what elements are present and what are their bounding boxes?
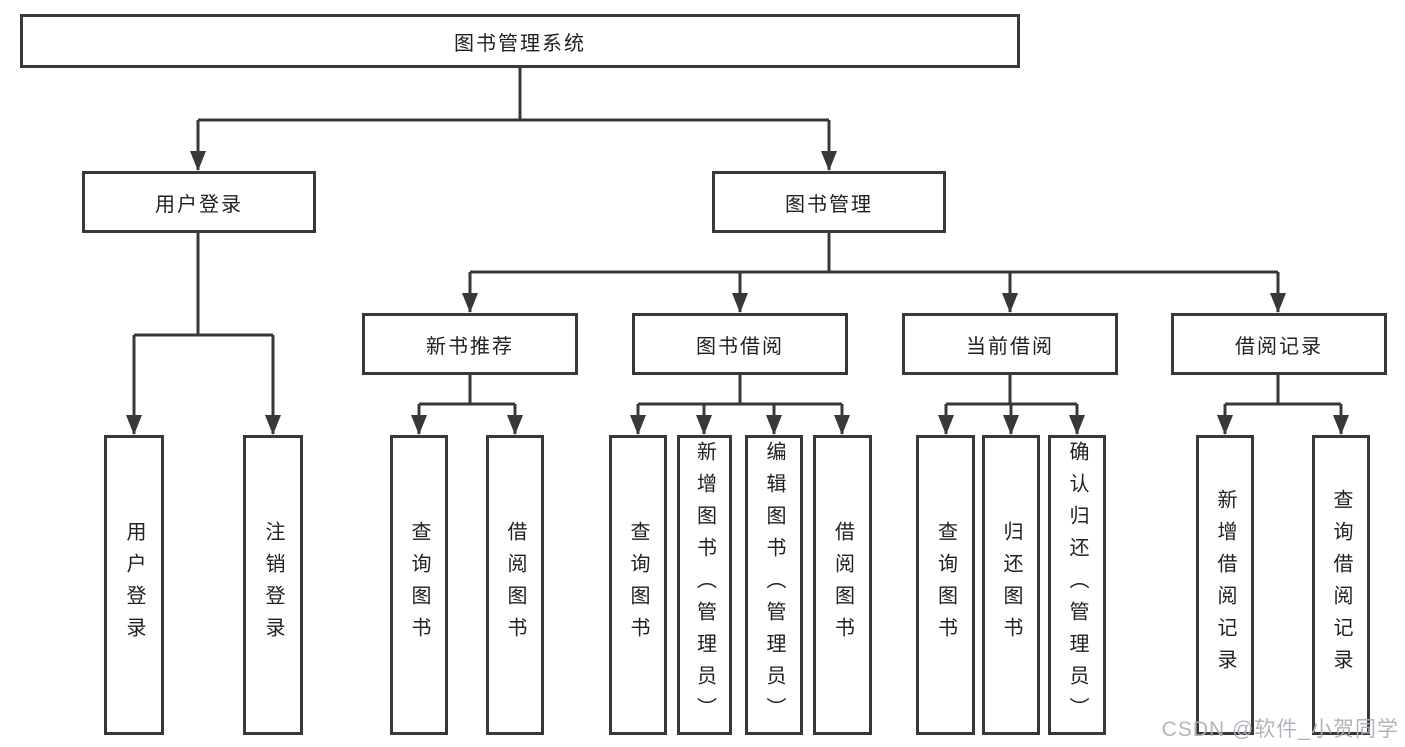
node-new-book-recommendation-label: 新书推荐 [426, 335, 514, 358]
node-borrowing-records: 借阅记录 [1171, 313, 1387, 375]
node-book-borrowing: 图书借阅 [632, 313, 848, 375]
leaf-edit-book-admin: 编辑图书（管理员） [745, 435, 803, 735]
connector-book-borrowing-children [630, 375, 850, 435]
leaf-borrow-books-recommend: 借阅图书 [486, 435, 544, 735]
leaf-add-borrow-record: 新增借阅记录 [1196, 435, 1254, 735]
leaf-logout: 注销登录 [243, 435, 303, 735]
leaf-add-book-admin: 新增图书（管理员） [677, 435, 732, 735]
node-book-management: 图书管理 [712, 171, 946, 233]
leaf-logout-label: 注销登录 [262, 521, 284, 649]
node-user-login-label: 用户登录 [155, 193, 243, 216]
node-new-book-recommendation: 新书推荐 [362, 313, 578, 375]
leaf-query-books-current-label: 查询图书 [934, 521, 957, 649]
connector-root-to-level2 [190, 68, 837, 171]
leaf-query-books-borrow: 查询图书 [609, 435, 667, 735]
node-current-borrowing: 当前借阅 [902, 313, 1118, 375]
leaf-query-books-current: 查询图书 [916, 435, 975, 735]
connector-borrowing-records-children [1217, 375, 1349, 435]
csdn-watermark: CSDN @软件_小贺同学 [1161, 718, 1399, 741]
node-current-borrowing-label: 当前借阅 [966, 335, 1054, 358]
leaf-query-books-recommend-label: 查询图书 [408, 521, 430, 649]
node-book-borrowing-label: 图书借阅 [696, 335, 784, 358]
connector-current-borrowing-children [938, 375, 1085, 435]
leaf-return-books-label: 归还图书 [1000, 521, 1022, 649]
node-borrowing-records-label: 借阅记录 [1235, 335, 1323, 358]
connector-new-book-recommendation-children [411, 375, 523, 435]
leaf-add-borrow-record-label: 新增借阅记录 [1214, 489, 1236, 681]
leaf-query-books-borrow-label: 查询图书 [627, 521, 649, 649]
connector-user-login-children [126, 233, 281, 435]
node-library-management-system: 图书管理系统 [20, 14, 1020, 68]
leaf-user-login: 用户登录 [104, 435, 164, 735]
leaf-borrow-books-borrow-label: 借阅图书 [831, 521, 854, 649]
leaf-query-books-recommend: 查询图书 [390, 435, 448, 735]
leaf-add-book-admin-label: 新增图书（管理员） [693, 441, 716, 729]
node-library-management-system-label: 图书管理系统 [454, 32, 586, 55]
leaf-user-login-label: 用户登录 [123, 521, 145, 649]
leaf-query-borrow-record-label: 查询借阅记录 [1330, 489, 1352, 681]
leaf-query-borrow-record: 查询借阅记录 [1312, 435, 1370, 735]
node-user-login: 用户登录 [82, 171, 316, 233]
leaf-borrow-books-recommend-label: 借阅图书 [504, 521, 526, 649]
leaf-confirm-return-admin-label: 确认归还（管理员） [1066, 441, 1088, 729]
leaf-return-books: 归还图书 [982, 435, 1040, 735]
node-book-management-label: 图书管理 [785, 193, 873, 216]
leaf-edit-book-admin-label: 编辑图书（管理员） [763, 441, 785, 729]
connector-book-management-children [462, 233, 1286, 313]
leaf-borrow-books-borrow: 借阅图书 [813, 435, 872, 735]
leaf-confirm-return-admin: 确认归还（管理员） [1048, 435, 1106, 735]
